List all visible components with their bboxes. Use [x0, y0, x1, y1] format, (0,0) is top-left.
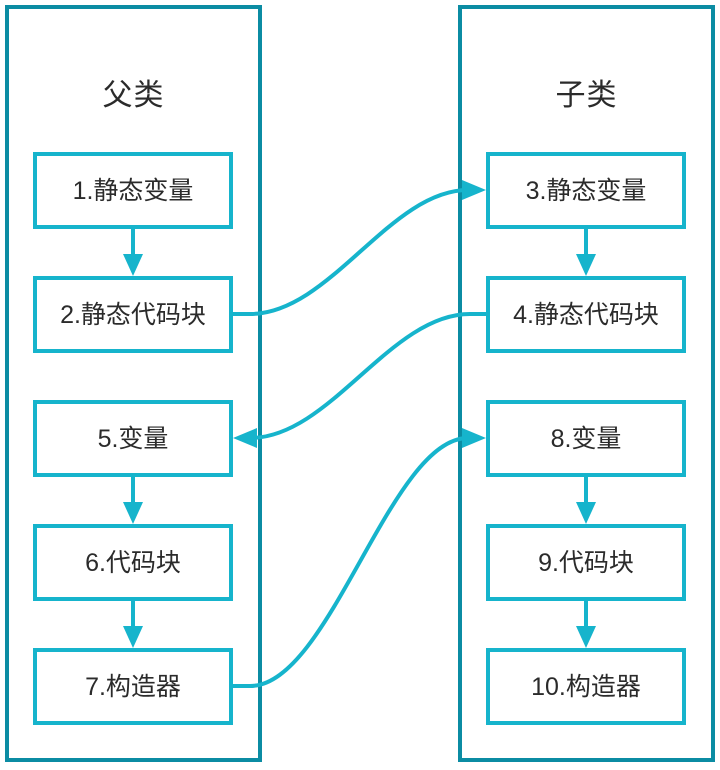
- edge-parent-constructor-to-child-variable-icon: [233, 428, 486, 688]
- panel-child-class-title: 子类: [555, 79, 618, 112]
- edge-parent-static-block-to-child-static-variable-icon: [233, 180, 486, 316]
- node-label: 4.静态代码块: [513, 300, 659, 329]
- panel-parent-class-title: 父类: [102, 79, 165, 112]
- node-child-constructor[interactable]: 10.构造器: [486, 648, 686, 725]
- node-parent-variable[interactable]: 5.变量: [33, 400, 233, 477]
- node-parent-constructor[interactable]: 7.构造器: [33, 648, 233, 725]
- node-label: 6.代码块: [85, 548, 181, 577]
- node-parent-block[interactable]: 6.代码块: [33, 524, 233, 601]
- node-label: 8.变量: [550, 424, 622, 453]
- edge-child-static-block-to-parent-variable-icon: [233, 312, 486, 448]
- node-child-static-variable[interactable]: 3.静态变量: [486, 152, 686, 229]
- node-label: 3.静态变量: [525, 176, 647, 205]
- node-label: 7.构造器: [85, 672, 181, 701]
- node-label: 2.静态代码块: [60, 300, 206, 329]
- node-child-static-block[interactable]: 4.静态代码块: [486, 276, 686, 353]
- node-label: 5.变量: [97, 424, 169, 453]
- node-child-variable[interactable]: 8.变量: [486, 400, 686, 477]
- node-parent-static-variable[interactable]: 1.静态变量: [33, 152, 233, 229]
- node-child-block[interactable]: 9.代码块: [486, 524, 686, 601]
- node-label: 10.构造器: [531, 672, 641, 701]
- node-parent-static-block[interactable]: 2.静态代码块: [33, 276, 233, 353]
- node-label: 9.代码块: [538, 548, 634, 577]
- node-label: 1.静态变量: [72, 176, 194, 205]
